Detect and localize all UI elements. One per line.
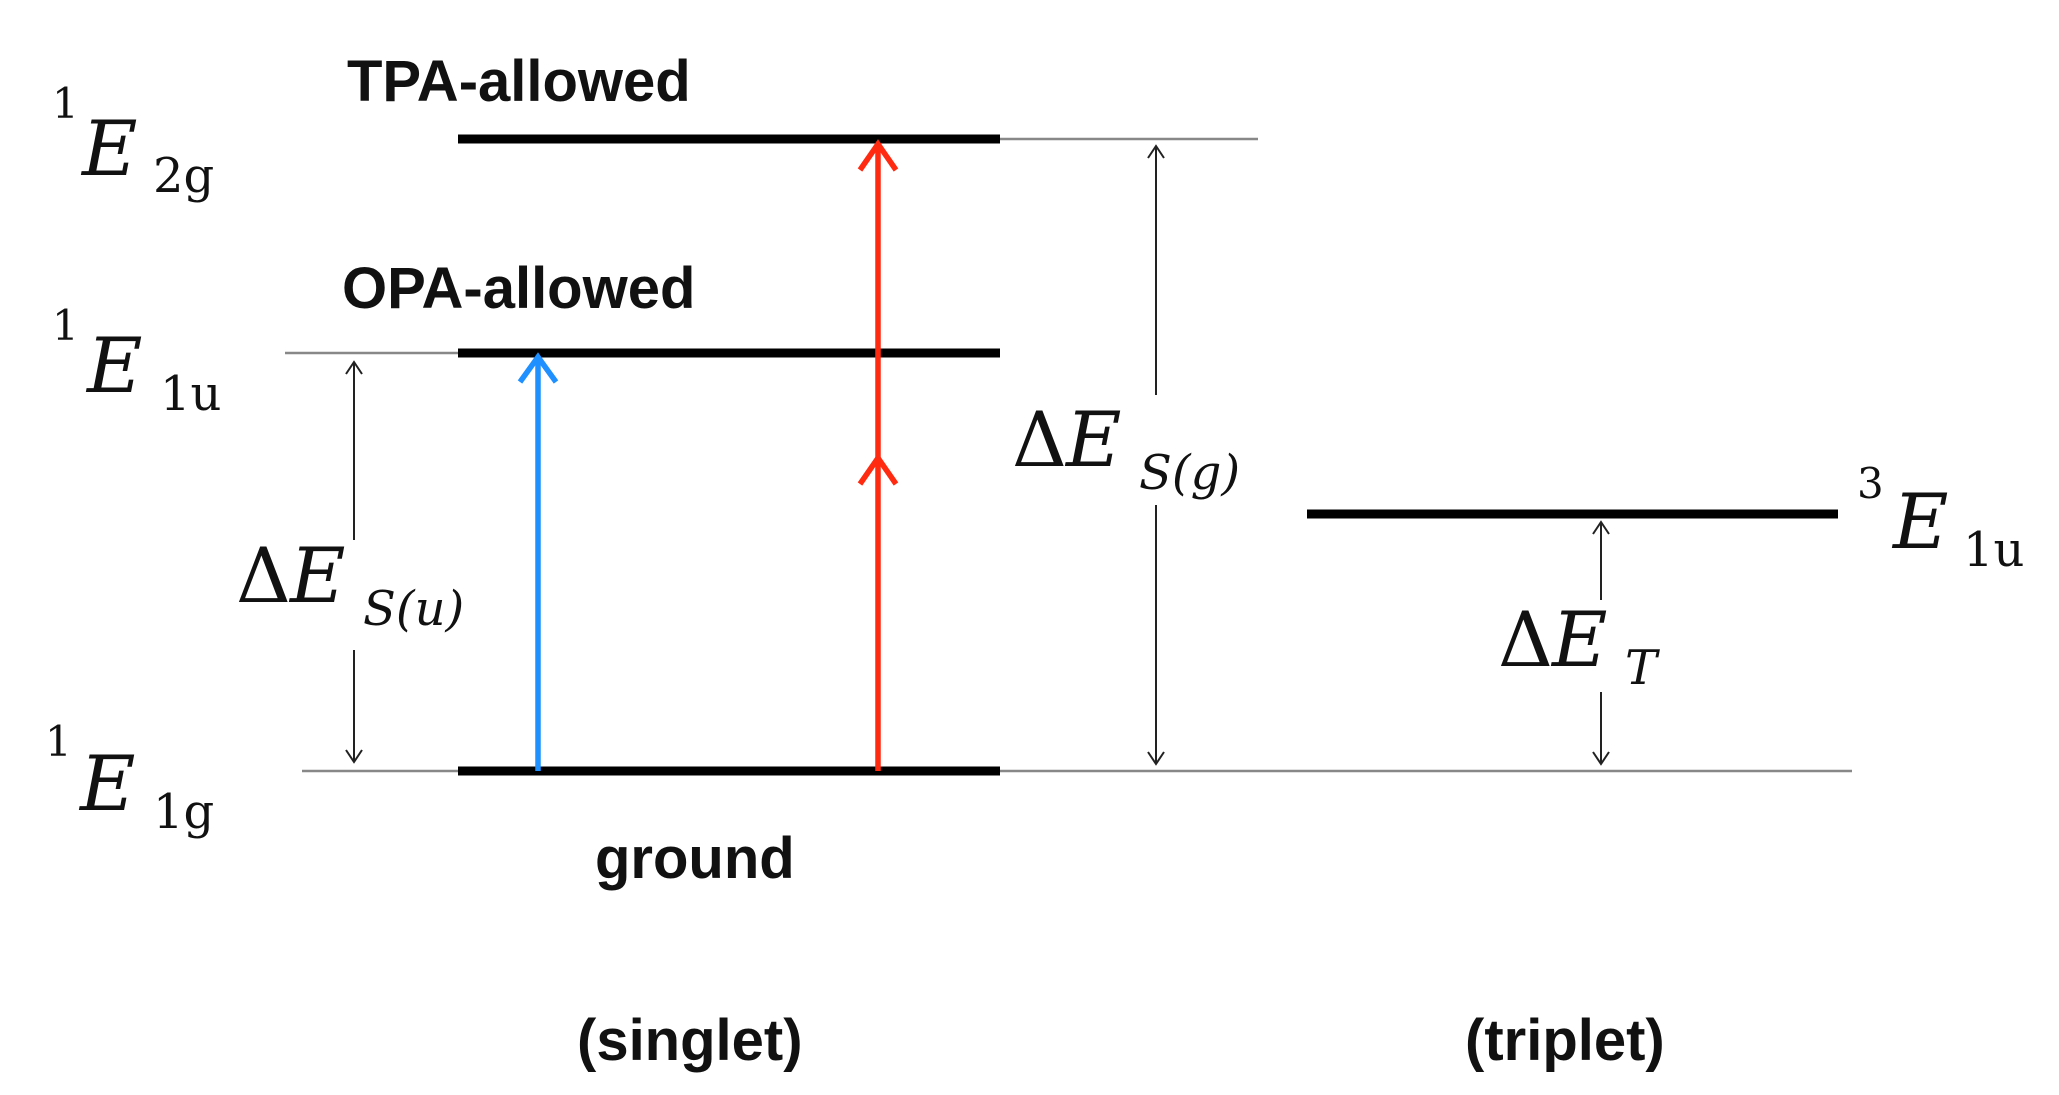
state-label-e1u-singlet: 1 E 1u: [52, 301, 221, 422]
svg-text:Δ: Δ: [1498, 595, 1553, 684]
state-label-e2g: 1 E 2g: [52, 79, 214, 204]
svg-text:1u: 1u: [1963, 522, 2024, 578]
svg-text:E: E: [85, 321, 142, 410]
svg-text:1g: 1g: [153, 784, 214, 840]
gap-label-t: Δ E T: [1496, 595, 1696, 696]
svg-text:Δ: Δ: [236, 531, 291, 620]
state-label-e1u-triplet: 3 E 1u: [1857, 459, 2024, 578]
svg-text:T: T: [1625, 640, 1660, 696]
svg-text:S(u): S(u): [363, 581, 464, 637]
svg-text:E: E: [1891, 477, 1948, 566]
gap-label-sg: Δ E S(g): [1010, 395, 1302, 505]
svg-text:Δ: Δ: [1012, 395, 1067, 484]
svg-text:3: 3: [1857, 459, 1884, 508]
ground-label: ground: [595, 826, 795, 891]
singlet-label: (singlet): [577, 1008, 803, 1073]
svg-text:E: E: [78, 739, 135, 828]
svg-text:1: 1: [45, 717, 72, 766]
svg-text:2g: 2g: [153, 148, 214, 204]
triplet-label: (triplet): [1465, 1008, 1665, 1073]
svg-text:1: 1: [52, 79, 79, 128]
gap-label-su: Δ E S(u): [232, 531, 524, 650]
svg-text:S(g): S(g): [1139, 445, 1240, 501]
svg-text:E: E: [1550, 595, 1607, 684]
tpa-arrow: [857, 139, 899, 771]
svg-text:E: E: [288, 531, 345, 620]
state-label-e1g: 1 E 1g: [45, 717, 214, 840]
opa-label: OPA-allowed: [342, 256, 695, 321]
svg-text:E: E: [80, 104, 137, 193]
tpa-label: TPA-allowed: [347, 49, 691, 114]
svg-text:E: E: [1064, 395, 1121, 484]
svg-text:1u: 1u: [160, 366, 221, 422]
opa-arrow: [517, 352, 559, 771]
svg-text:1: 1: [52, 301, 79, 350]
